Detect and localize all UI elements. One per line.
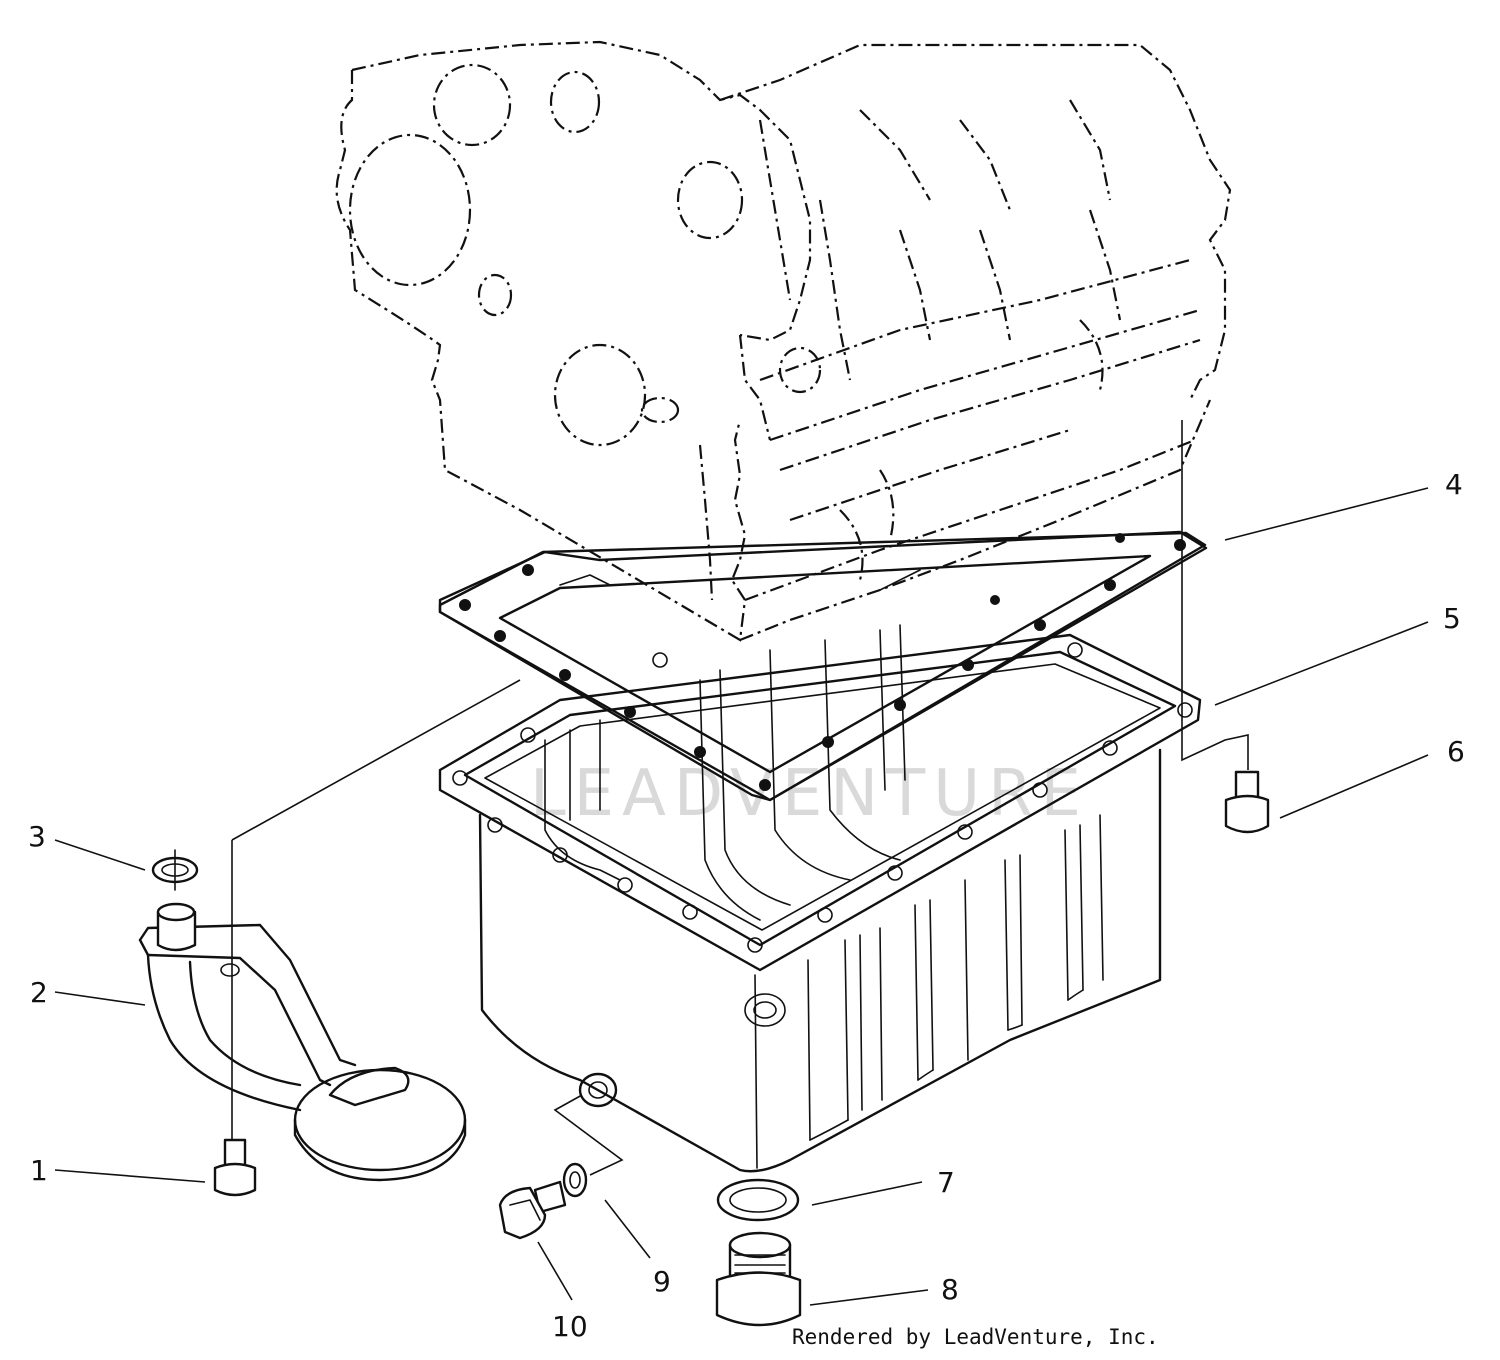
callout-5: 5 <box>1443 602 1461 635</box>
callout-2: 2 <box>30 976 48 1009</box>
washer-9 <box>553 1094 624 1198</box>
render-credit: Rendered by LeadVenture, Inc. <box>792 1325 1159 1349</box>
bolt-6 <box>1181 420 1270 834</box>
callout-7: 7 <box>937 1166 955 1199</box>
callout-9: 9 <box>653 1265 671 1298</box>
drain-plug-8 <box>715 1231 802 1327</box>
callout-3: 3 <box>28 820 46 853</box>
o-ring-3 <box>151 849 199 891</box>
callout-4: 4 <box>1445 468 1463 501</box>
oil-strainer <box>138 902 467 1182</box>
callout-6: 6 <box>1447 735 1465 768</box>
callout-leaders <box>54 487 1429 1306</box>
callout-10: 10 <box>552 1310 588 1343</box>
watermark-text: LEADVENTURE <box>530 757 1089 831</box>
drain-bolt-10 <box>498 1180 567 1240</box>
bolt-1 <box>213 679 521 1197</box>
oil-pan <box>438 624 1202 1173</box>
callout-8: 8 <box>941 1273 959 1306</box>
callout-1: 1 <box>30 1154 48 1187</box>
drain-seal-7 <box>716 1178 800 1222</box>
